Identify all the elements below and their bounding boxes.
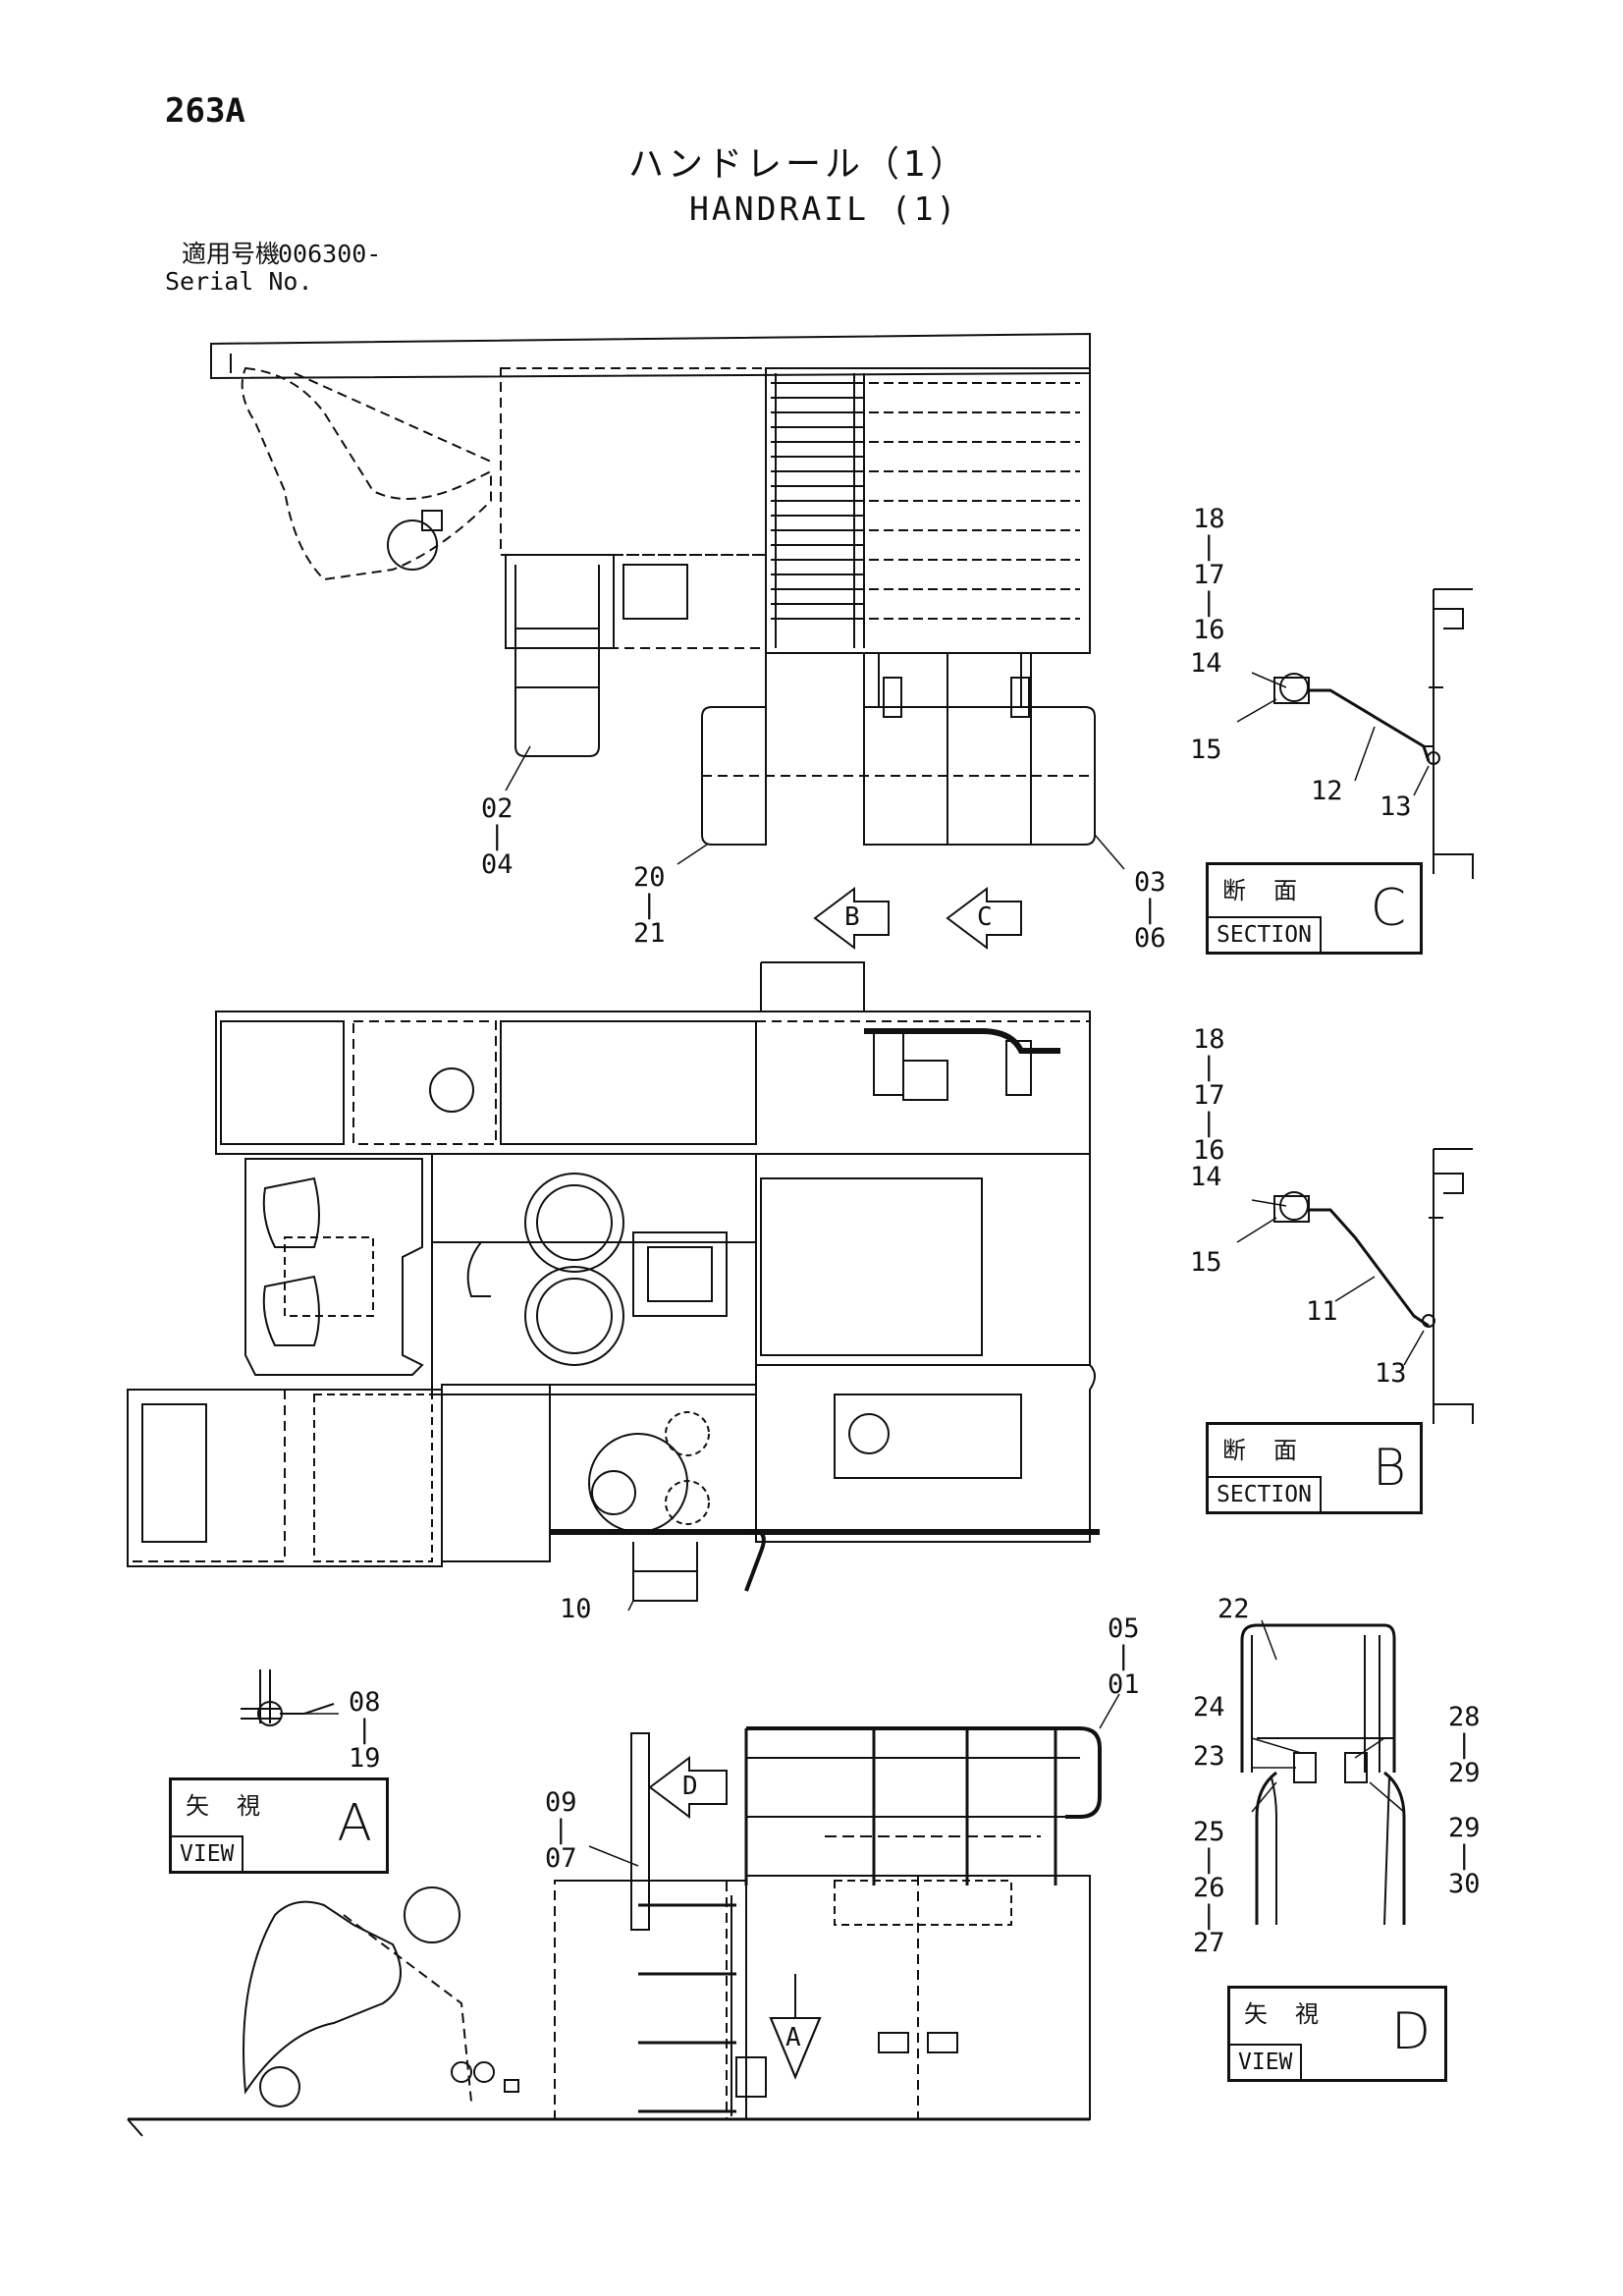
section-c-en: SECTION — [1209, 916, 1322, 952]
view-a-en: VIEW — [172, 1835, 244, 1871]
callout-24: 24 — [1193, 1692, 1225, 1722]
arrow-c-letter: C — [977, 902, 993, 932]
section-c-callout-13: 13 — [1380, 792, 1412, 822]
section-b-callout-14: 14 — [1190, 1162, 1222, 1192]
plan-view — [128, 962, 1100, 1601]
callout-22: 22 — [1217, 1594, 1250, 1624]
callout-03-06: 03 | 06 — [1134, 867, 1166, 954]
view-a-box: 矢視 VIEW A — [169, 1777, 389, 1874]
view-d-en: VIEW — [1230, 2044, 1303, 2079]
view-arrows — [650, 889, 1021, 2077]
arrow-d-letter: D — [682, 1772, 698, 1801]
section-c-letter: C — [1370, 879, 1406, 938]
section-b-detail — [1274, 1149, 1473, 1424]
view-a-jp: 矢視 — [186, 1792, 288, 1820]
section-c-callout-18-17-16: 18 | 17 | 16 — [1193, 504, 1225, 646]
callout-23: 23 — [1193, 1741, 1225, 1772]
title-japanese: ハンドレール（1） — [628, 144, 969, 185]
serial-number: 006300- — [278, 240, 382, 268]
view-d-letter: D — [1390, 2002, 1431, 2061]
view-a-detail — [241, 1669, 334, 1725]
callout-10: 10 — [560, 1594, 592, 1624]
section-b-callout-11: 11 — [1306, 1296, 1338, 1327]
callout-29-30: 29 | 30 — [1448, 1813, 1481, 1899]
section-b-callout-18-17-16: 18 | 17 | 16 — [1193, 1024, 1225, 1167]
callout-05-01: 05 | 01 — [1108, 1613, 1140, 1700]
section-b-callout-15: 15 — [1190, 1247, 1222, 1278]
view-a-letter: A — [337, 1794, 372, 1853]
section-b-box: 断面 SECTION B — [1206, 1422, 1423, 1514]
upper-machine-view — [211, 334, 1095, 845]
section-b-jp: 断面 — [1222, 1437, 1325, 1464]
callout-20-21: 20 | 21 — [633, 862, 666, 949]
callout-08-19: 08 | 19 — [349, 1687, 381, 1774]
page-number: 263A — [165, 91, 245, 131]
callout-02-04: 02 | 04 — [481, 793, 514, 880]
section-c-jp: 断面 — [1222, 877, 1325, 904]
section-b-callout-13: 13 — [1375, 1358, 1407, 1389]
callout-28-29: 28 | 29 — [1448, 1702, 1481, 1788]
serial-label-english: Serial No. — [165, 267, 313, 296]
view-d-detail — [1242, 1625, 1404, 1925]
section-c-callout-15: 15 — [1190, 735, 1222, 765]
view-d-jp: 矢視 — [1244, 2000, 1346, 2028]
side-view — [128, 1728, 1100, 2136]
title-english: HANDRAIL (1) — [689, 190, 959, 228]
arrow-a-letter: A — [785, 2023, 801, 2052]
section-b-en: SECTION — [1209, 1476, 1322, 1511]
section-c-callout-14: 14 — [1190, 648, 1222, 679]
section-c-box: 断面 SECTION C — [1206, 862, 1423, 955]
callout-09-07: 09 | 07 — [545, 1787, 577, 1874]
section-c-detail — [1274, 589, 1473, 879]
serial-label-japanese: 適用号機 — [182, 240, 281, 268]
section-c-callout-12: 12 — [1311, 776, 1343, 806]
leader-lines — [280, 673, 1429, 1866]
section-b-letter: B — [1372, 1439, 1406, 1498]
arrow-b-letter: B — [844, 902, 860, 932]
view-d-box: 矢視 VIEW D — [1227, 1986, 1447, 2082]
callout-25-26-27: 25 | 26 | 27 — [1193, 1817, 1225, 1959]
